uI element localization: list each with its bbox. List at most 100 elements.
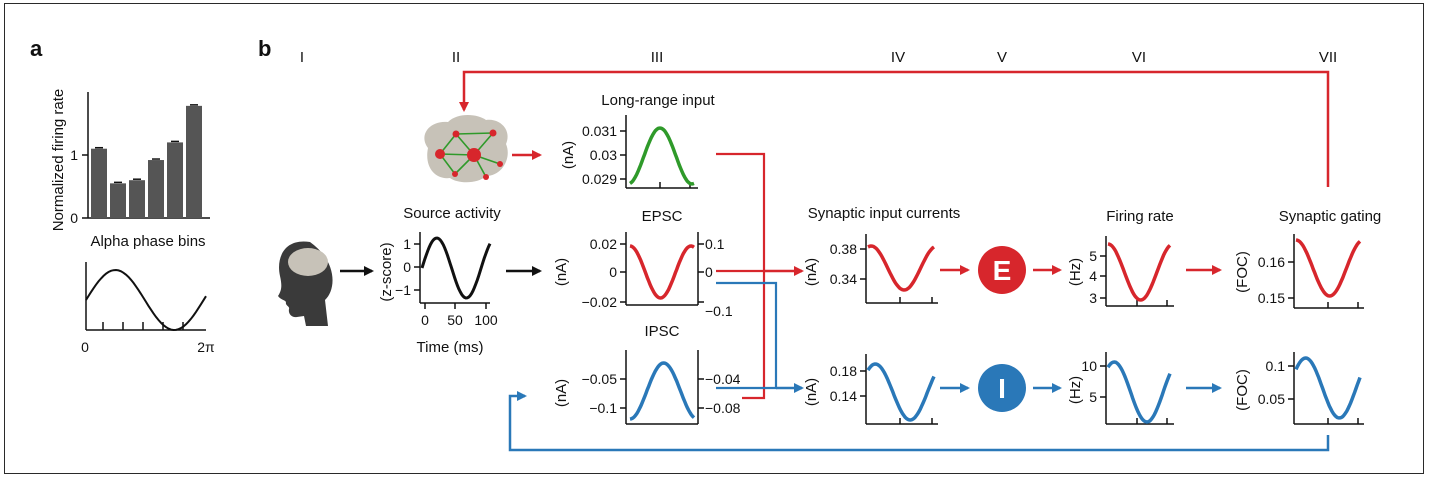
bar-4 xyxy=(148,160,164,218)
syn-i-ytick-0: 0.18 xyxy=(830,363,857,379)
ipsc-rtick-0: −0.04 xyxy=(705,371,741,387)
stage-V: V xyxy=(997,49,1007,66)
stage-I: I xyxy=(300,49,304,66)
syn-i-ylabel: (nA) xyxy=(803,378,820,406)
head-icon xyxy=(278,241,333,326)
sine-tick-0: 0 xyxy=(81,339,89,355)
fr-e-ytick-0: 5 xyxy=(1089,248,1097,264)
stage-III: III xyxy=(651,49,664,66)
feedback-loop-red xyxy=(459,70,1330,187)
source-ytick-m1: −1 xyxy=(395,282,411,298)
fr-i-ylabel: (Hz) xyxy=(1067,376,1084,404)
source-xtick-100: 100 xyxy=(474,312,498,328)
firing-rate-i-plot: (Hz) 10 5 xyxy=(1067,352,1174,425)
source-xtick-0: 0 xyxy=(421,312,429,328)
epsc-ytick-0: 0.02 xyxy=(590,236,617,252)
stage-IV: IV xyxy=(891,49,905,66)
bar-ytick-1: 1 xyxy=(70,147,78,163)
fr-e-curve xyxy=(1107,242,1172,302)
long-range-plot: Long-range input (nA) 0.031 0.03 0.029 xyxy=(560,92,716,189)
gating-i-ytick-0: 0.1 xyxy=(1266,358,1286,374)
syn-e-ytick-1: 0.34 xyxy=(830,271,857,287)
figure-frame xyxy=(4,3,1424,474)
gating-i-ylabel: (FOC) xyxy=(1234,369,1251,411)
inhibitory-node-label: I xyxy=(998,373,1006,404)
epsc-plot: EPSC (nA) 0.02 0 −0.02 0.1 0 −0.1 xyxy=(553,208,733,319)
fr-i-ytick-1: 5 xyxy=(1089,389,1097,405)
syn-e-ytick-0: 0.38 xyxy=(830,241,857,257)
longrange-curve xyxy=(629,126,695,186)
syn-i-ytick-1: 0.14 xyxy=(830,388,857,404)
epsc-curve xyxy=(629,244,695,300)
stage-VI: VI xyxy=(1132,49,1146,66)
bar-3 xyxy=(129,180,145,218)
fr-e-ytick-1: 4 xyxy=(1089,268,1097,284)
epsc-ytick-1: 0 xyxy=(609,264,617,280)
syn-i-curve xyxy=(866,362,936,422)
source-curve xyxy=(420,236,492,300)
syn-e-curve xyxy=(867,244,936,292)
bar-5 xyxy=(167,142,183,218)
ipsc-curve xyxy=(629,361,696,421)
bar-6 xyxy=(186,105,202,218)
fr-e-ytick-2: 3 xyxy=(1089,290,1097,306)
syn-e-ylabel: (nA) xyxy=(803,258,820,286)
source-ytick-1: 1 xyxy=(403,236,411,252)
firing-rate-title: Firing rate xyxy=(1106,208,1174,225)
panel-a-label: a xyxy=(30,36,43,61)
brain-network-icon xyxy=(424,115,508,183)
gating-e-ytick-1: 0.15 xyxy=(1258,290,1285,306)
route-epsc-blue xyxy=(716,281,778,390)
epsc-title: EPSC xyxy=(642,208,683,225)
longrange-ytick-2: 0.029 xyxy=(582,171,617,187)
gating-e-ylabel: (FOC) xyxy=(1234,251,1251,293)
epsc-rtick-2: −0.1 xyxy=(705,303,733,319)
stage-VII: VII xyxy=(1319,49,1337,66)
inhibitory-node: I xyxy=(978,364,1026,412)
bar-1 xyxy=(91,148,107,218)
syn-input-title: Synaptic input currents xyxy=(808,205,961,222)
gating-i-ytick-1: 0.05 xyxy=(1258,391,1285,407)
firing-rate-e-plot: (Hz) 5 4 3 xyxy=(1067,236,1174,307)
source-xlabel: Time (ms) xyxy=(417,339,484,356)
fr-i-ytick-0: 10 xyxy=(1081,358,1097,374)
gating-i-curve xyxy=(1294,356,1362,420)
ipsc-plot: IPSC (nA) −0.05 −0.1 −0.04 −0.08 xyxy=(553,323,741,425)
syn-input-i-plot: (nA) 0.18 0.14 xyxy=(803,354,938,425)
source-activity-plot: Source activity (z-score) 1 0 −1 0 50 10… xyxy=(378,205,501,356)
bar-ylabel: Normalized firing rate xyxy=(50,89,67,232)
longrange-title: Long-range input xyxy=(601,92,715,109)
ipsc-rtick-1: −0.08 xyxy=(705,400,741,416)
source-title: Source activity xyxy=(403,205,501,222)
epsc-ytick-2: −0.02 xyxy=(582,294,618,310)
bars-group xyxy=(91,104,202,218)
ipsc-ylabel: (nA) xyxy=(553,379,570,407)
syn-input-e-plot: (nA) 0.38 0.34 xyxy=(803,234,938,304)
panel-b-label: b xyxy=(258,36,271,61)
bar-ytick-0: 0 xyxy=(70,210,78,226)
fr-i-curve xyxy=(1106,360,1172,424)
fr-e-ylabel: (Hz) xyxy=(1067,258,1084,286)
epsc-rtick-1: 0 xyxy=(705,264,713,280)
panel-a-sine: 0 2π xyxy=(81,262,215,355)
gating-i-plot: (FOC) 0.1 0.05 xyxy=(1234,352,1364,425)
bar-2 xyxy=(110,183,126,218)
stage-II: II xyxy=(452,49,460,66)
ipsc-title: IPSC xyxy=(644,323,679,340)
epsc-ylabel: (nA) xyxy=(553,258,570,286)
source-ytick-0: 0 xyxy=(403,259,411,275)
gating-title: Synaptic gating xyxy=(1279,208,1382,225)
bar-xlabel: Alpha phase bins xyxy=(90,233,205,250)
gating-e-ytick-0: 0.16 xyxy=(1258,254,1285,270)
longrange-ylabel: (nA) xyxy=(560,141,577,169)
longrange-ytick-0: 0.031 xyxy=(582,123,617,139)
excitatory-node-label: E xyxy=(993,255,1012,286)
sine-tick-2pi: 2π xyxy=(197,339,215,355)
panel-a-bar-chart: Normalized firing rate 0 1 Alpha phase b… xyxy=(50,89,210,250)
ipsc-ytick-0: −0.05 xyxy=(582,371,618,387)
stage-labels: I II III IV V VI VII xyxy=(300,49,1337,66)
excitatory-node: E xyxy=(978,246,1026,294)
longrange-ytick-1: 0.03 xyxy=(590,147,617,163)
ipsc-ytick-1: −0.1 xyxy=(589,400,617,416)
